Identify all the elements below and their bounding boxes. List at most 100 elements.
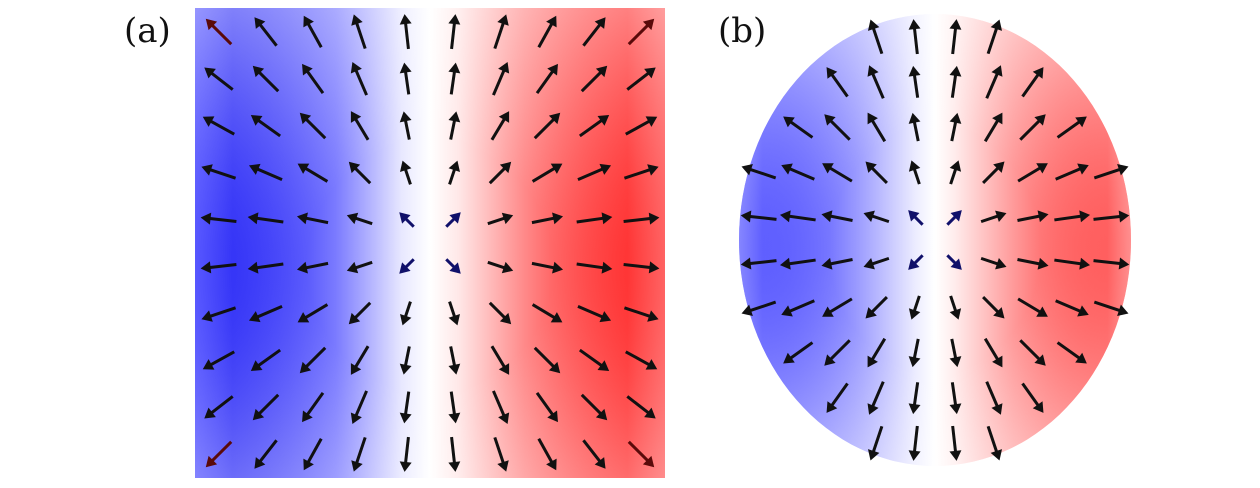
panel-a-label: (a) (124, 11, 171, 51)
panel-b-arrow (867, 65, 885, 99)
panel-b-arrow (867, 19, 884, 55)
panel-b-arrow (908, 160, 921, 185)
panel-b-arrow (741, 300, 777, 317)
panel-b-arrow (865, 161, 888, 184)
panel-b-arrow (740, 257, 777, 270)
panel-b-arrow (1093, 300, 1129, 317)
panel-a-arrow (248, 163, 283, 181)
panel-a-arrow (202, 116, 235, 136)
panel-a-arrow (204, 67, 234, 91)
panel-a-arrow (254, 17, 278, 47)
panel-b-arrow (822, 297, 853, 317)
panel-b-arrow (826, 67, 849, 98)
panel-a-arrow (445, 258, 461, 274)
panel-b-arrow (1019, 339, 1046, 366)
panel-a-arrow (399, 111, 412, 140)
panel-b-arrow (740, 210, 777, 223)
panel-b-arrow (908, 19, 921, 55)
panel-a-arrow (535, 391, 558, 423)
panel-b-arrow (949, 112, 962, 142)
panel-a-arrow (399, 436, 412, 472)
panel-a-arrow (448, 436, 461, 472)
panel-b (739, 14, 1131, 466)
panel-b-arrow (908, 112, 921, 142)
panel-b-arrow (1017, 163, 1048, 183)
panel-a-arrow (299, 346, 327, 374)
panel-b-arrow (946, 210, 962, 226)
panel-b-arrow (908, 425, 921, 461)
panel-a-arrow (531, 261, 564, 274)
panel-a-arrow (296, 212, 329, 225)
panel-b-arrow (983, 337, 1003, 368)
panel-b-arrow (1055, 299, 1089, 317)
panel-b-arrow (783, 116, 814, 139)
panel-a-arrow (448, 14, 461, 50)
panel-b-arrow (949, 382, 962, 415)
panel-a-arrow (399, 391, 412, 424)
panel-a-arrow (448, 301, 460, 326)
panel-b-arrow (1093, 210, 1130, 223)
panel-b-arrow (783, 341, 814, 364)
panel-b-arrow (983, 112, 1003, 143)
panel-a-arrow (533, 346, 561, 374)
panel-a-arrow (200, 261, 237, 274)
panel-b-arrow (867, 112, 887, 143)
panel-b-arrow (1021, 382, 1044, 413)
panel-b-arrow (982, 296, 1005, 319)
panel-b-arrow (986, 19, 1003, 55)
panel-b-arrow (1017, 297, 1048, 317)
panel-a-arrow (448, 62, 461, 95)
panel-b-arrow (1093, 163, 1129, 180)
panel-a-arrow (535, 63, 558, 95)
panel-b-arrow (1055, 163, 1089, 181)
panel-a-arrow (297, 163, 329, 183)
panel-a-arrow (487, 260, 514, 274)
panel-a-arrow (448, 391, 461, 424)
panel-a-arrow (627, 440, 655, 468)
panel-b-arrow (1054, 257, 1091, 270)
panel-a-arrow (623, 212, 660, 225)
panel-b-arrow (1017, 257, 1049, 270)
panel-b-label: (b) (718, 11, 767, 51)
panel-a-arrow (537, 15, 557, 48)
panel-b-arrow (741, 163, 777, 180)
panel-a-arrow (303, 15, 323, 48)
panel-a-arrow (582, 439, 606, 469)
panel-a-arrow (445, 212, 461, 228)
panel-a-arrow (247, 212, 284, 225)
panel-b-arrow (908, 382, 921, 415)
panel-a-arrow (493, 436, 509, 472)
panel-b-arrow (908, 295, 921, 320)
panel-a-arrow (201, 306, 237, 322)
panel-a-arrow (351, 14, 367, 50)
panel-a-arrow (350, 390, 368, 425)
panel-a-arrow (202, 350, 235, 370)
panel-a-arrow (303, 438, 323, 471)
panel-b-arrow (821, 210, 853, 223)
panel-a-arrow (399, 258, 415, 274)
panel-b-arrow (826, 382, 849, 413)
panel-a-arrow (623, 306, 659, 322)
panel-a-arrow (626, 395, 656, 419)
panel-a-arrow (302, 63, 325, 95)
panel-a-arrow (578, 348, 610, 371)
panel-a-arrow (205, 440, 233, 468)
panel-b-arrow (1056, 116, 1087, 139)
panel-b-arrow (985, 381, 1003, 415)
panel-a-arrow (490, 345, 510, 375)
panel-b-arrow (1054, 210, 1091, 223)
panel-a-arrow (492, 61, 510, 96)
panel-a-arrow (296, 261, 329, 274)
panel-b-arrow (949, 19, 962, 55)
panel-a-arrow (487, 212, 514, 226)
panel-a-arrow (448, 160, 460, 185)
panel-a-arrow (350, 345, 370, 375)
panel-a-arrow (348, 301, 372, 325)
panel-b-arrow (980, 210, 1007, 224)
panel-a-arrow (399, 212, 415, 228)
panel-a-arrow (627, 18, 655, 46)
panel-a-arrow (254, 439, 278, 469)
panel-a-arrow (351, 436, 367, 472)
panel-b-arrow (821, 257, 853, 270)
